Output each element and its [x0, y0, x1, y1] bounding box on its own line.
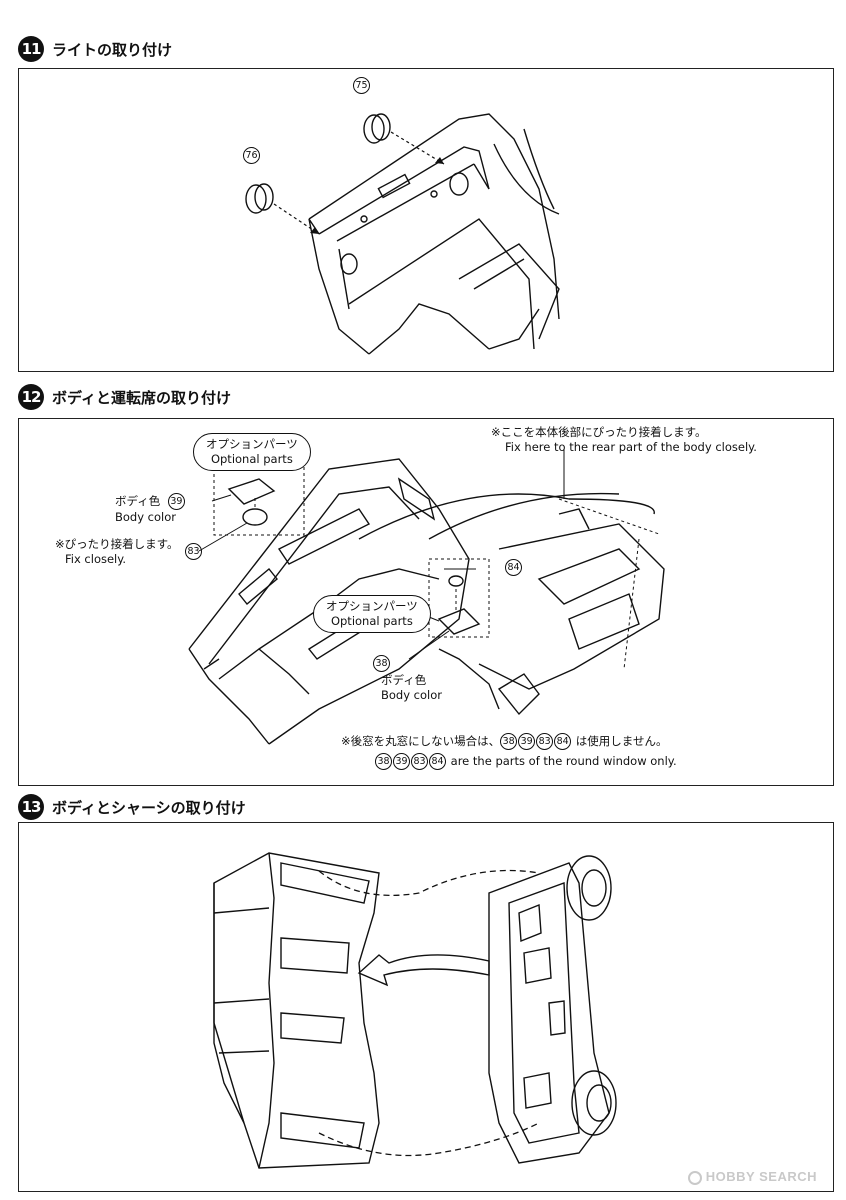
- part-label-76: 76: [243, 147, 261, 164]
- step-12-panel: オプションパーツ Optional parts ボディ色 39 Body col…: [18, 418, 834, 786]
- body-chassis-assembly-drawing: [213, 852, 617, 1169]
- part-76-shape: [245, 183, 274, 214]
- part-label-84: 84: [505, 559, 523, 576]
- optional-parts-bubble-1: オプションパーツ Optional parts: [193, 433, 311, 471]
- step-title-13: ボディとシャーシの取り付け: [52, 798, 246, 817]
- step-number-12: 12: [18, 384, 44, 410]
- step-13-header: 13 ボディとシャーシの取り付け: [18, 794, 246, 820]
- part-label-38: 38: [373, 655, 391, 672]
- step-number-13: 13: [18, 794, 44, 820]
- step-number-11: 11: [18, 36, 44, 62]
- hobby-search-logo-icon: [687, 1171, 702, 1185]
- part-label-75: 75: [353, 77, 371, 94]
- rear-fix-note: ※ここを本体後部にぴったり接着します。 Fix here to the rear…: [491, 425, 757, 454]
- step-11-header: 11 ライトの取り付け: [18, 36, 172, 62]
- step-11-panel: 75 76: [18, 68, 834, 372]
- optional-parts-bubble-2: オプションパーツ Optional parts: [313, 595, 431, 633]
- step-title-11: ライトの取り付け: [52, 40, 173, 59]
- step-13-panel: HOBBY SEARCH: [18, 822, 834, 1192]
- fix-closely-note: ※ぴったり接着します。 Fix closely.: [55, 537, 179, 566]
- part-75-shape: [363, 113, 391, 144]
- hobby-search-watermark: HOBBY SEARCH: [687, 1169, 817, 1185]
- light-assembly-drawing: [245, 113, 560, 355]
- step-title-12: ボディと運転席の取り付け: [52, 388, 231, 407]
- step-12-header: 12 ボディと運転席の取り付け: [18, 384, 231, 410]
- body-color-label-38: ボディ色 Body color: [381, 673, 443, 702]
- part-label-83: 83: [185, 543, 203, 560]
- body-color-label-39: ボディ色 39 Body color: [115, 493, 186, 525]
